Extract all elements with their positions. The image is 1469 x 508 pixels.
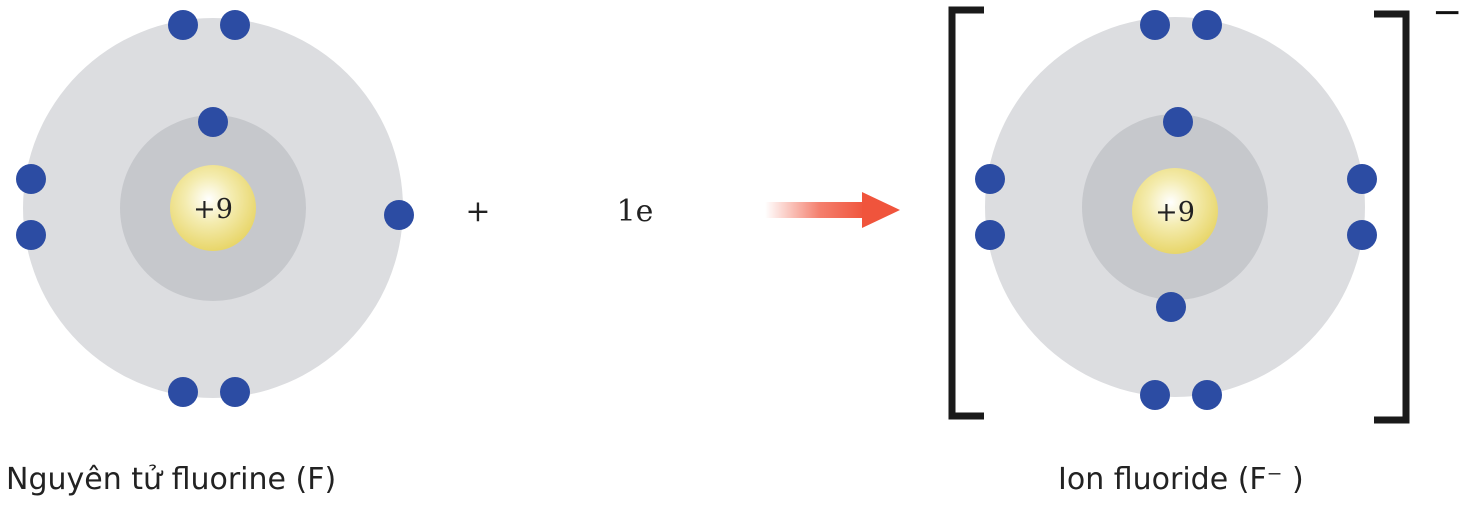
electron [384, 200, 414, 230]
fluoride-ion: +9 [975, 10, 1377, 410]
electron [1347, 164, 1377, 194]
electron [1192, 10, 1222, 40]
plus-sign: + [465, 194, 490, 229]
electron [1140, 380, 1170, 410]
ion-caption: Ion fluoride (F⁻ ) [1058, 462, 1304, 497]
electron [16, 220, 46, 250]
electron [16, 164, 46, 194]
electron [1156, 292, 1186, 322]
arrow-head [862, 192, 900, 228]
electron [1163, 107, 1193, 137]
atom-caption: Nguyên tử fluorine (F) [6, 462, 337, 497]
ion-electrons [975, 10, 1377, 410]
electron [1192, 380, 1222, 410]
right-bracket [1374, 10, 1410, 424]
electron [1347, 220, 1377, 250]
ion-nucleus [1132, 168, 1218, 254]
ion-nucleus-label: +9 [1155, 197, 1195, 228]
electron [220, 10, 250, 40]
atom-nucleus [170, 165, 256, 251]
electron [198, 107, 228, 137]
atom-nucleus-label: +9 [193, 194, 233, 225]
electron [1140, 10, 1170, 40]
electron [168, 377, 198, 407]
atom-electrons [16, 10, 414, 407]
reaction-arrow [765, 192, 900, 228]
electron [220, 377, 250, 407]
left-bracket [948, 6, 984, 420]
electron [975, 220, 1005, 250]
electron-label: 1e [617, 194, 654, 229]
electron [975, 164, 1005, 194]
arrow-shaft [765, 202, 865, 218]
electron [168, 10, 198, 40]
ion-charge-sign: − [1432, 0, 1463, 33]
fluorine-atom: +9 [16, 10, 414, 407]
